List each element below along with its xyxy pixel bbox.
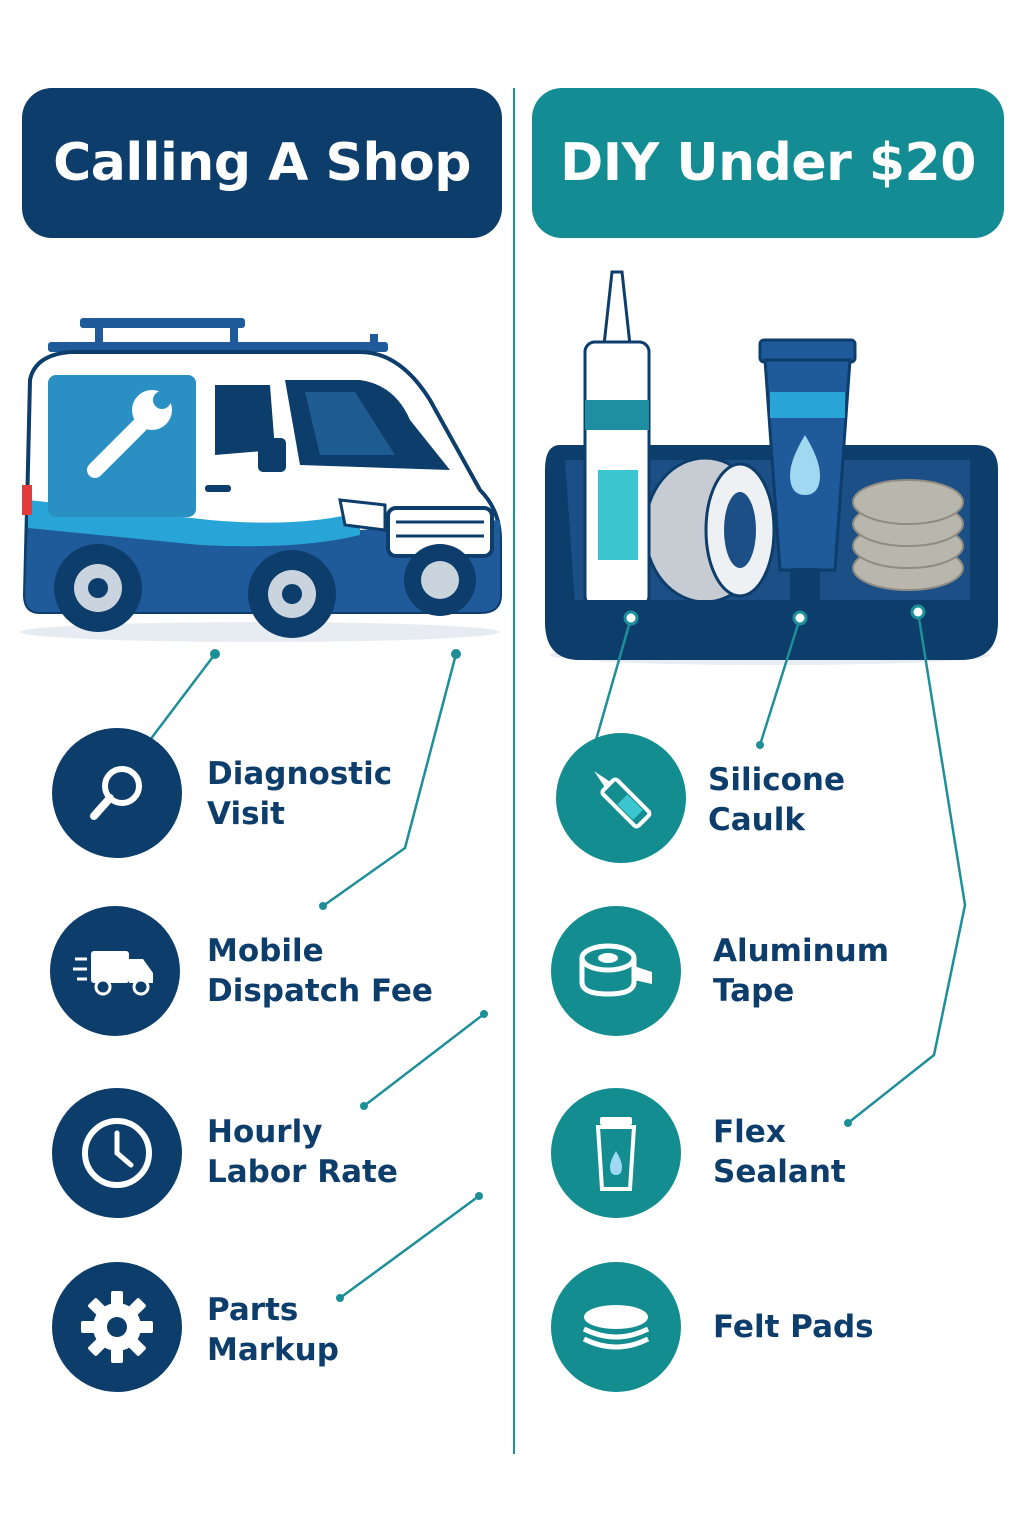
connector-anchor-dots	[623, 604, 926, 626]
sealant-cup-icon	[595, 1117, 637, 1191]
header-calling-a-shop: Calling A Shop	[22, 88, 502, 238]
mobile-dispatch-icon-circle	[50, 906, 180, 1036]
connector-dots	[210, 649, 852, 1302]
caulk-tube-icon	[594, 771, 652, 829]
center-divider	[513, 88, 515, 1454]
parts-markup-icon-circle	[52, 1262, 182, 1392]
connector-lines	[149, 611, 967, 1300]
gear-icon	[81, 1291, 153, 1363]
header-right-text: DIY Under $20	[560, 133, 976, 193]
clock-icon	[82, 1118, 152, 1188]
felt-pads-icon	[582, 1305, 650, 1350]
silicone-caulk-icon-circle	[556, 733, 686, 863]
felt-pads-label: Felt Pads	[713, 1309, 874, 1345]
magnifier-icon	[90, 766, 142, 820]
felt-pads-icon-circle	[551, 1262, 681, 1392]
delivery-truck-icon	[73, 951, 153, 996]
hourly-labor-icon-circle	[52, 1088, 182, 1218]
diy-supplies-tray-illustration	[545, 270, 998, 665]
flex-sealant-icon-circle	[551, 1088, 681, 1218]
service-van-illustration	[20, 318, 502, 642]
header-left-text: Calling A Shop	[53, 133, 471, 193]
header-diy-under-20: DIY Under $20	[532, 88, 1004, 238]
diagnostic-visit-icon-circle	[52, 728, 182, 858]
aluminum-tape-icon-circle	[551, 906, 681, 1036]
tape-roll-icon	[579, 943, 652, 997]
